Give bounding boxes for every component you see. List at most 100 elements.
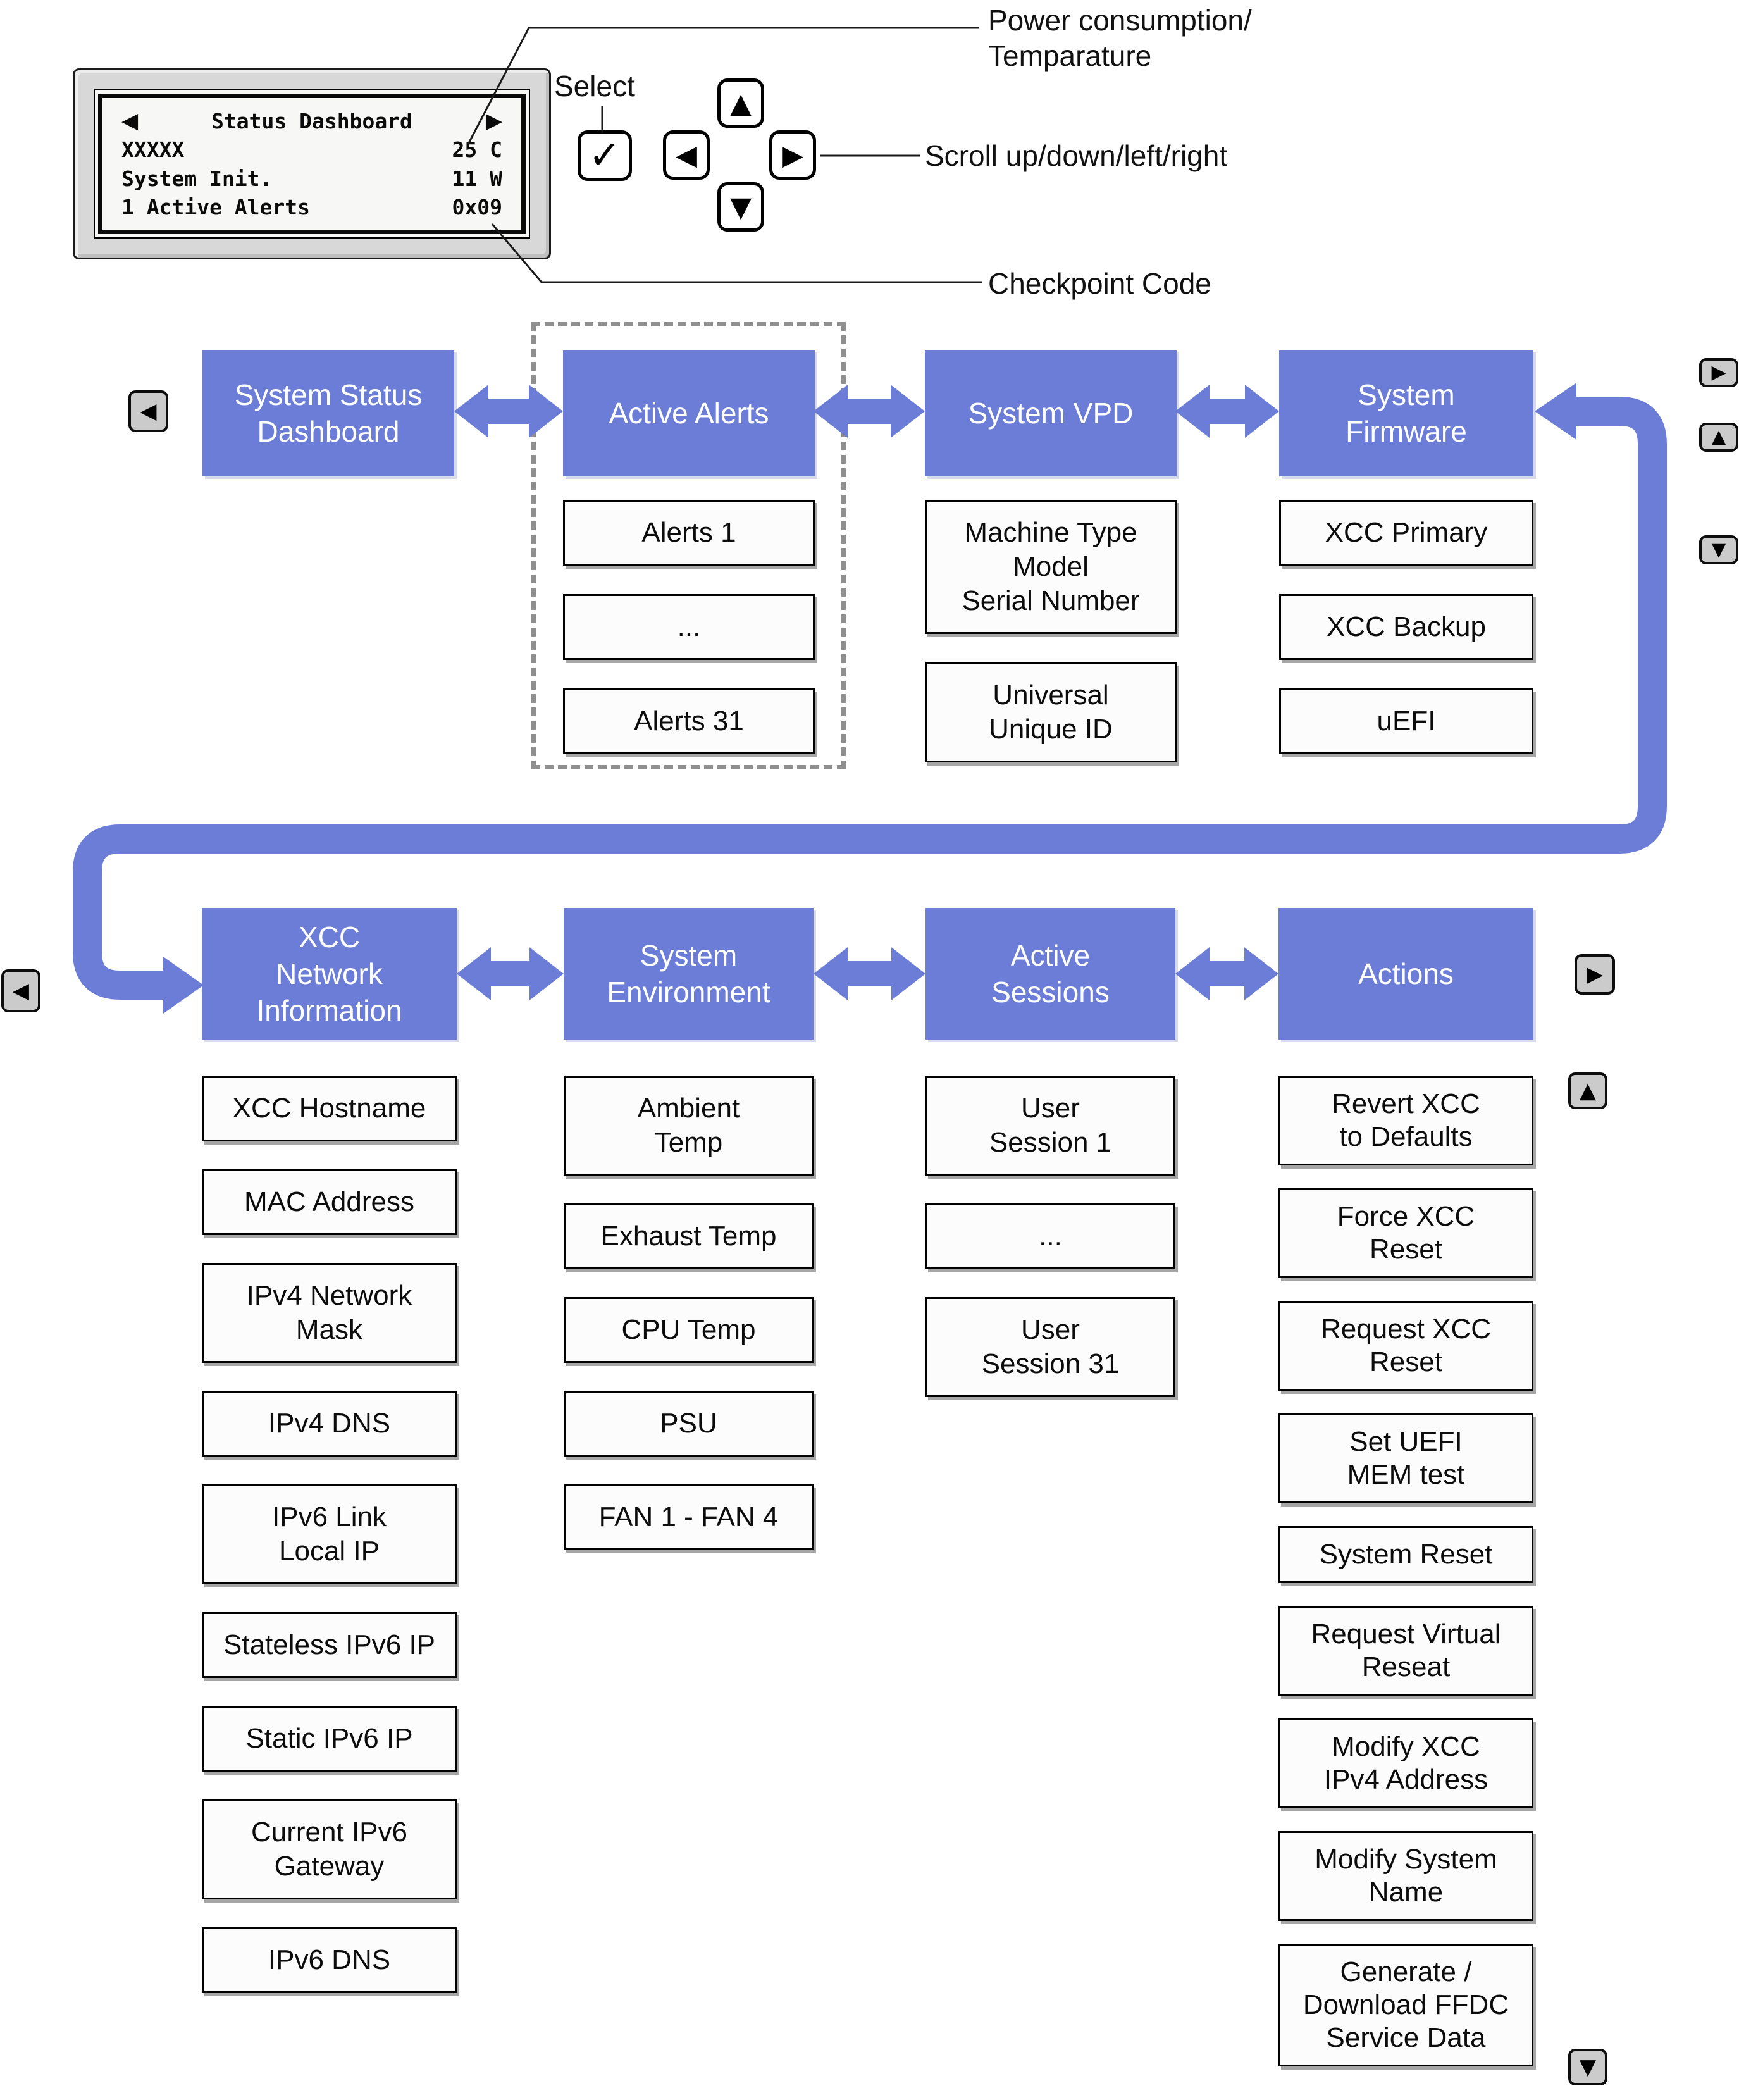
menu-row2-system-environment[interactable]: System Environment — [564, 908, 814, 1040]
menu-item-set-uefi-mem-test[interactable]: Set UEFI MEM test — [1278, 1413, 1533, 1503]
menu-item-item[interactable]: ... — [925, 1203, 1175, 1269]
menu-item-alerts-31[interactable]: Alerts 31 — [563, 688, 815, 754]
select-button[interactable]: ✓ — [578, 130, 632, 181]
menu-item-user-session-1[interactable]: User Session 1 — [925, 1076, 1175, 1176]
menu-item-request-xcc-reset[interactable]: Request XCC Reset — [1278, 1301, 1533, 1391]
menu-item-xcc-backup[interactable]: XCC Backup — [1279, 594, 1533, 660]
menu-item-static-ipv6-ip[interactable]: Static IPv6 IP — [202, 1706, 457, 1772]
menu-item-machine-type-model-serial-number[interactable]: Machine Type Model Serial Number — [925, 500, 1177, 634]
up-arrow-icon: ▲ — [1579, 1078, 1597, 1103]
menu-item-exhaust-temp[interactable]: Exhaust Temp — [564, 1203, 814, 1269]
lcd-panel: ◀ Status Dashboard ▶ XXXXX 25 C System I… — [73, 68, 551, 259]
menu-item-user-session-31[interactable]: User Session 31 — [925, 1297, 1175, 1397]
menu-row2-actions[interactable]: Actions — [1278, 908, 1533, 1040]
lcd-row-temp: XXXXX 25 C — [121, 137, 502, 162]
scroll-down-button[interactable]: ▼ — [717, 182, 764, 232]
menu-item-modify-system-name[interactable]: Modify System Name — [1278, 1831, 1533, 1921]
row2-down-nav-button[interactable]: ▼ — [1568, 2049, 1607, 2085]
row2-right-nav-button[interactable]: ▶ — [1575, 954, 1615, 995]
menu-item-stateless-ipv6-ip[interactable]: Stateless IPv6 IP — [202, 1612, 457, 1678]
arrow-left-icon — [1535, 383, 1576, 440]
down-arrow-icon: ▼ — [1579, 2054, 1597, 2080]
menu-item-modify-xcc-ipv4-address[interactable]: Modify XCC IPv4 Address — [1278, 1718, 1533, 1808]
arrow-right-icon — [1245, 385, 1279, 438]
lcd-screen: ◀ Status Dashboard ▶ XXXXX 25 C System I… — [94, 89, 530, 239]
lcd-row-alerts-label: 1 Active Alerts — [121, 194, 311, 220]
arrow-left-icon — [1175, 947, 1210, 1000]
row2-up-nav-button[interactable]: ▲ — [1568, 1072, 1607, 1109]
menu-row1-system-status-dashboard[interactable]: System Status Dashboard — [202, 350, 454, 476]
menu-row1-active-alerts-items: Alerts 1... Alerts 31 — [563, 500, 815, 754]
checkpoint-leader-line — [491, 223, 982, 283]
select-label: Select — [554, 70, 635, 103]
left-arrow-icon: ◀ — [676, 139, 697, 171]
checkpoint-code-label: Checkpoint Code — [988, 267, 1211, 300]
menu-row2-active-sessions-items: User Session 1... User Session 31 — [925, 1076, 1175, 1397]
menu-item-generate-download-ffdc-service-data[interactable]: Generate / Download FFDC Service Data — [1278, 1944, 1533, 2066]
lcd-row-power-label: System Init. — [121, 166, 273, 191]
menu-item-revert-xcc-to-defaults[interactable]: Revert XCC to Defaults — [1278, 1076, 1533, 1165]
menu-item-uefi[interactable]: uEFI — [1279, 688, 1533, 754]
left-arrow-icon: ◀ — [140, 399, 157, 424]
row1-right-nav-button[interactable]: ▶ — [1699, 358, 1738, 387]
arrow-right-icon — [163, 957, 204, 1014]
arrow-left-icon — [1175, 385, 1210, 438]
menu-item-current-ipv6-gateway[interactable]: Current IPv6 Gateway — [202, 1799, 457, 1899]
arrow-left-icon — [814, 947, 848, 1000]
lcd-row-temp-value: 25 C — [452, 137, 502, 163]
down-arrow-icon: ▼ — [1711, 538, 1726, 561]
right-arrow-icon: ▶ — [782, 139, 803, 171]
scroll-right-button[interactable]: ▶ — [769, 130, 816, 180]
menu-item-cpu-temp[interactable]: CPU Temp — [564, 1297, 814, 1363]
lcd-row-temp-label: XXXXX — [121, 137, 185, 163]
arrow-right-icon — [891, 385, 925, 438]
menu-item-ipv6-link-local-ip[interactable]: IPv6 Link Local IP — [202, 1484, 457, 1584]
menu-row2-xcc-network-information[interactable]: XCC Network Information — [202, 908, 457, 1040]
menu-item-xcc-primary[interactable]: XCC Primary — [1279, 500, 1533, 566]
row1-up-nav-button[interactable]: ▲ — [1699, 423, 1738, 452]
row2-left-nav-button[interactable]: ◀ — [1, 969, 40, 1012]
lcd-title: Status Dashboard — [211, 108, 412, 134]
arrow-right-icon — [891, 947, 925, 1000]
scroll-up-button[interactable]: ▲ — [717, 78, 764, 128]
right-arrow-icon: ▶ — [1586, 962, 1604, 987]
lcd-right-arrow-icon: ▶ — [485, 108, 502, 134]
menu-item-request-virtual-reseat[interactable]: Request Virtual Reseat — [1278, 1606, 1533, 1696]
scroll-label: Scroll up/down/left/right — [925, 139, 1228, 172]
scroll-left-button[interactable]: ◀ — [663, 130, 710, 180]
menu-item-fan-1-fan-4[interactable]: FAN 1 - FAN 4 — [564, 1484, 814, 1550]
lcd-row-alerts-value: 0x09 — [452, 194, 502, 220]
menu-item-ipv4-dns[interactable]: IPv4 DNS — [202, 1391, 457, 1457]
lcd-row-power-value: 11 W — [452, 166, 502, 191]
menu-item-xcc-hostname[interactable]: XCC Hostname — [202, 1076, 457, 1141]
arrow-right-icon — [1244, 947, 1278, 1000]
menu-row1-system-firmware[interactable]: System Firmware — [1279, 350, 1533, 476]
lcd-content: ◀ Status Dashboard ▶ XXXXX 25 C System I… — [108, 103, 516, 225]
row1-down-nav-button[interactable]: ▼ — [1699, 535, 1738, 564]
row1-left-nav-button[interactable]: ◀ — [128, 390, 168, 432]
menu-item-alerts-1[interactable]: Alerts 1 — [563, 500, 815, 566]
menu-item-ambient-temp[interactable]: Ambient Temp — [564, 1076, 814, 1176]
menu-item-mac-address[interactable]: MAC Address — [202, 1169, 457, 1235]
arrow-left-icon — [454, 385, 488, 438]
menu-item-psu[interactable]: PSU — [564, 1391, 814, 1457]
lcd-left-arrow-icon: ◀ — [121, 108, 139, 134]
menu-item-universal-unique-id[interactable]: Universal Unique ID — [925, 662, 1177, 762]
menu-row1-system-vpd[interactable]: System VPD — [925, 350, 1177, 476]
menu-row1-active-alerts[interactable]: Active Alerts — [563, 350, 815, 476]
menu-item-ipv4-network-mask[interactable]: IPv4 Network Mask — [202, 1263, 457, 1363]
menu-item-system-reset[interactable]: System Reset — [1278, 1526, 1533, 1583]
up-arrow-icon: ▲ — [730, 87, 752, 120]
lcd-row-power: System Init. 11 W — [121, 166, 502, 191]
right-arrow-icon: ▶ — [1711, 361, 1726, 383]
menu-row2-active-sessions[interactable]: Active Sessions — [925, 908, 1175, 1040]
power-consumption-label: Power consumption/ Temparature — [988, 4, 1252, 72]
menu-item-force-xcc-reset[interactable]: Force XCC Reset — [1278, 1188, 1533, 1278]
down-arrow-icon: ▼ — [730, 190, 752, 223]
menu-item-ipv6-dns[interactable]: IPv6 DNS — [202, 1927, 457, 1993]
menu-item-item[interactable]: ... — [563, 594, 815, 660]
